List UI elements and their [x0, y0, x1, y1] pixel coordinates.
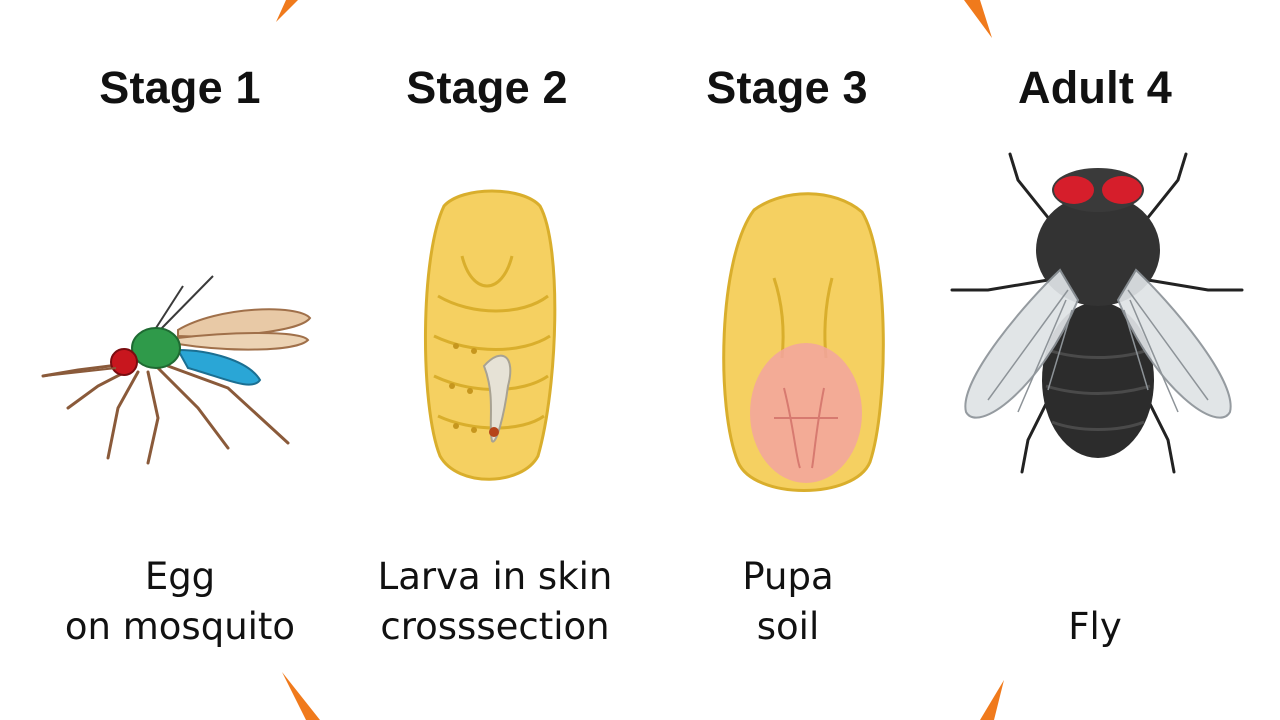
stage-3-caption: Pupa soil — [638, 552, 938, 652]
stage-1-caption-line2: on mosquito — [64, 605, 296, 648]
stage-1-caption: Egg on mosquito — [30, 552, 330, 652]
cycle-arrow-bottom-left-icon — [282, 672, 320, 720]
stage-2-caption: Larva in skin crosssection — [345, 552, 645, 652]
stage-4-caption-line1 — [945, 552, 1245, 602]
stage-4-caption-line2: Fly — [1068, 605, 1122, 648]
mosquito-icon — [41, 275, 312, 465]
fly-icon — [950, 152, 1244, 474]
cycle-arrow-top-left-icon — [276, 0, 298, 22]
stage-1-title: Stage 1 — [99, 62, 261, 113]
stage-2-caption-line1: Larva in skin — [377, 555, 613, 598]
larva-icon — [423, 189, 557, 481]
cycle-arrow-top-right-icon — [964, 0, 992, 38]
pupa-icon — [722, 192, 885, 492]
stage-3-caption-line1: Pupa — [742, 555, 834, 598]
stage-4-title: Adult 4 — [1018, 62, 1172, 113]
stage-3-caption-line2: soil — [756, 605, 820, 648]
cycle-arrow-bottom-right-icon — [980, 680, 1004, 720]
stage-4-caption: Fly — [945, 552, 1245, 652]
stage-2-caption-line2: crosssection — [380, 605, 610, 648]
stage-2-title: Stage 2 — [406, 62, 568, 113]
stage-3-title: Stage 3 — [706, 62, 868, 113]
stage-1-caption-line1: Egg — [144, 555, 216, 598]
